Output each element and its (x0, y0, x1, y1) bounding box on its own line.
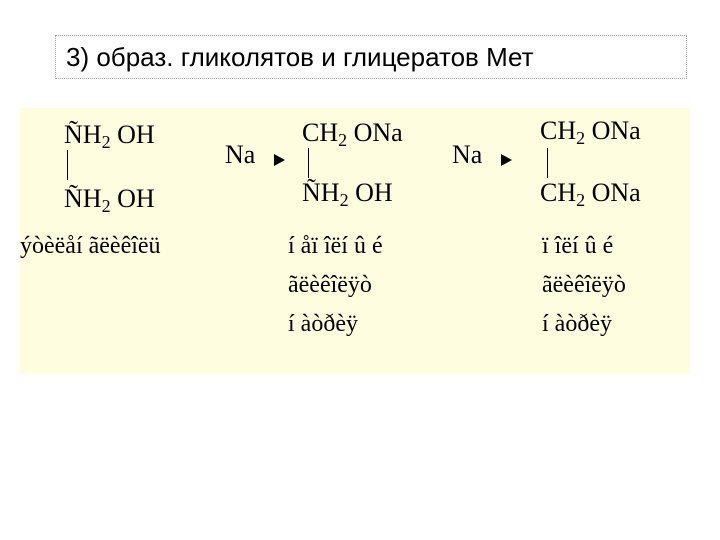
slide-title: 3) образ. гликолятов и глицератов Мет (55, 35, 687, 79)
reagent-1: Na (225, 140, 256, 169)
reactant-bottom-formula: ÑH2 OH (64, 184, 155, 216)
product2-top-formula: CH2 ONa (540, 116, 641, 148)
reagent-2: Na (452, 140, 483, 169)
reactant-name: ýòèëåí ãëèêîëü (20, 233, 161, 259)
product1-top-formula: CH2 ONa (302, 118, 403, 150)
reactant-top-formula: ÑH2 OH (64, 120, 155, 152)
product2-name-line-1: ï îëí û é (542, 233, 614, 259)
product1-name-line-2: ãëèêîëÿò (288, 272, 372, 298)
reaction-panel: ÑH2 OH ÑH2 OH ýòèëåí ãëèêîëü Na CH2 ONa … (20, 108, 690, 374)
product1-bottom-formula: ÑH2 OH (302, 178, 393, 210)
product1-name-line-1: í åï îëí û é (288, 233, 383, 259)
product1-bond (308, 148, 309, 178)
product1-name-line-3: í àòðèÿ (288, 311, 358, 337)
product2-name-line-2: ãëèêîëÿò (542, 272, 626, 298)
reactant-bond (67, 150, 68, 180)
arrow-2-icon (501, 154, 512, 166)
arrow-1-icon (274, 154, 285, 166)
product2-bond (547, 148, 548, 178)
product2-name-line-3: í àòðèÿ (542, 311, 612, 337)
product2-bottom-formula: CH2 ONa (540, 178, 641, 210)
